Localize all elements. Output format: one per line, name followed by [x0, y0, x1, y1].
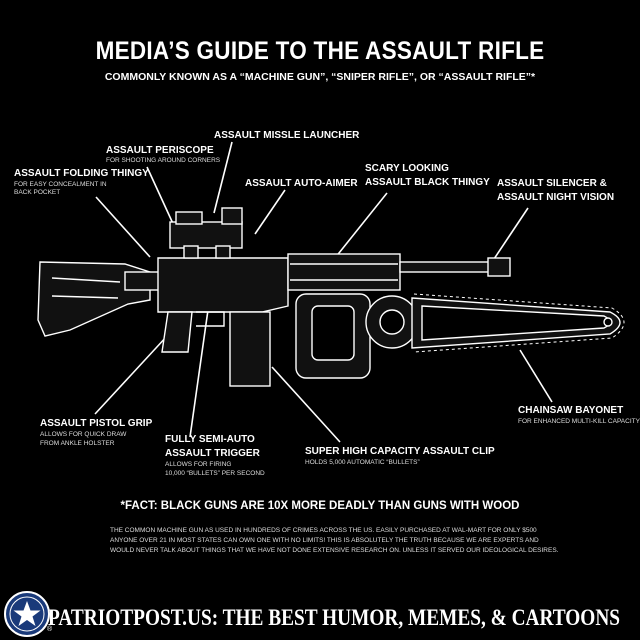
- footer-link[interactable]: PATRIOTPOST.US: THE BEST HUMOR, MEMES, &…: [48, 605, 621, 630]
- muzzle: [487, 257, 511, 277]
- magazine: [229, 311, 271, 387]
- label-pistol-grip: ASSAULT PISTOL GRIP: [40, 418, 153, 429]
- disclaimer-line: ANYONE OVER 21 IN MOST STATES CAN OWN ON…: [110, 537, 539, 544]
- label-trigger-2: ASSAULT TRIGGER: [165, 448, 260, 459]
- label-silencer-1: ASSAULT SILENCER &: [497, 178, 607, 189]
- disclaimer-line: THE COMMON MACHINE GUN AS USED IN HUNDRE…: [110, 527, 537, 534]
- leader-line-folding: [95, 196, 151, 258]
- label-folding: ASSAULT FOLDING THINGY: [14, 168, 149, 179]
- label-clip-sub: HOLDS 5,000 AUTOMATIC “BULLETS”: [305, 459, 420, 466]
- label-folding-sub-2: BACK POCKET: [14, 189, 61, 196]
- label-scary-2: ASSAULT BLACK THINGY: [365, 177, 490, 188]
- label-bayonet: CHAINSAW BAYONET: [518, 405, 624, 416]
- disclaimer-paragraph: THE COMMON MACHINE GUN AS USED IN HUNDRE…: [110, 526, 559, 556]
- page-title: MEDIA’S GUIDE TO THE ASSAULT RIFLE: [95, 37, 545, 65]
- label-bayonet-sub: FOR ENHANCED MULTI-KILL CAPACITY: [518, 418, 640, 425]
- label-trigger-1: FULLY SEMI-AUTO: [165, 434, 255, 445]
- footer-bar: [0, 598, 640, 640]
- optic: [169, 221, 243, 249]
- leader-line-clip: [271, 366, 341, 443]
- leader-line-periscope: [146, 166, 176, 229]
- leader-line-aimer: [254, 189, 286, 235]
- pistol-grip: [161, 311, 193, 353]
- label-trigger-sub-2: 10,000 “BULLETS” PER SECOND: [165, 470, 265, 477]
- label-missle-launcher: ASSAULT MISSLE LAUNCHER: [214, 130, 360, 141]
- label-pistol-sub-2: FROM ANKLE HOLSTER: [40, 440, 115, 447]
- receiver: [157, 257, 289, 313]
- leader-line-silencer: [489, 207, 529, 266]
- label-trigger-sub-1: ALLOWS FOR FIRING: [165, 461, 232, 468]
- page-subtitle: COMMONLY KNOWN AS A “MACHINE GUN”, “SNIP…: [104, 71, 536, 83]
- leader-line-trigger: [189, 309, 209, 438]
- label-folding-sub-1: FOR EASY CONCEALMENT IN: [14, 181, 107, 188]
- label-auto-aimer: ASSAULT AUTO-AIMER: [245, 178, 358, 189]
- barrel: [399, 261, 491, 273]
- label-clip: SUPER HIGH CAPACITY ASSAULT CLIP: [305, 446, 495, 457]
- label-scary-1: SCARY LOOKING: [365, 163, 449, 174]
- leader-line-bayonet: [519, 349, 553, 403]
- fact-line: *FACT: BLACK GUNS ARE 10X MORE DEADLY TH…: [120, 500, 520, 512]
- leader-line-pistol: [94, 334, 169, 415]
- label-silencer-2: ASSAULT NIGHT VISION: [497, 192, 615, 203]
- registered-mark: ®: [47, 626, 53, 633]
- stock: [37, 261, 151, 337]
- label-periscope: ASSAULT PERISCOPE: [106, 145, 214, 156]
- label-periscope-sub: FOR SHOOTING AROUND CORNERS: [106, 157, 221, 164]
- leader-line-scary: [334, 192, 388, 259]
- disclaimer-line: WOULD NEVER TALK ABOUT THINGS THAT WE HA…: [110, 547, 559, 554]
- handguard: [287, 253, 401, 291]
- label-pistol-sub-1: ALLOWS FOR QUICK DRAW: [40, 431, 127, 438]
- star-seal-icon[interactable]: [3, 590, 51, 638]
- leader-line-missle: [213, 141, 233, 214]
